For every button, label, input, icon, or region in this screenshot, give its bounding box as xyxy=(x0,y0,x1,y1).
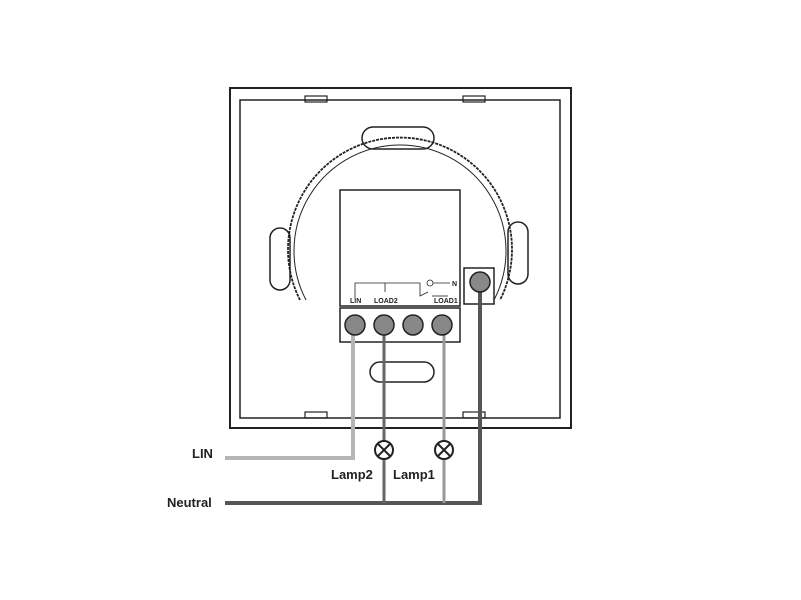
switch-module xyxy=(339,189,461,307)
label-load2-terminal: LOAD2 xyxy=(374,298,398,305)
internal-schematic xyxy=(354,279,450,298)
terminal-screws xyxy=(344,271,491,336)
outer-plate xyxy=(229,87,572,429)
label-load1-terminal: LOAD1 xyxy=(434,298,458,305)
label-lin-terminal: LIN xyxy=(350,298,361,305)
mount-clips xyxy=(304,95,486,419)
neutral-wire xyxy=(225,282,482,505)
label-lin-wire: LIN xyxy=(192,446,213,461)
inner-plate xyxy=(239,99,561,419)
label-lamp2: Lamp2 xyxy=(331,467,373,482)
label-lamp1: Lamp1 xyxy=(393,467,435,482)
screw-slots xyxy=(269,126,529,383)
back-housing xyxy=(287,136,513,301)
label-neutral-wire: Neutral xyxy=(167,495,212,510)
lin-wire xyxy=(225,330,355,460)
lamp2-icon xyxy=(374,440,394,460)
label-n-terminal: N xyxy=(452,281,457,288)
back-housing-inner xyxy=(293,144,507,301)
lamp1-icon xyxy=(434,440,454,460)
